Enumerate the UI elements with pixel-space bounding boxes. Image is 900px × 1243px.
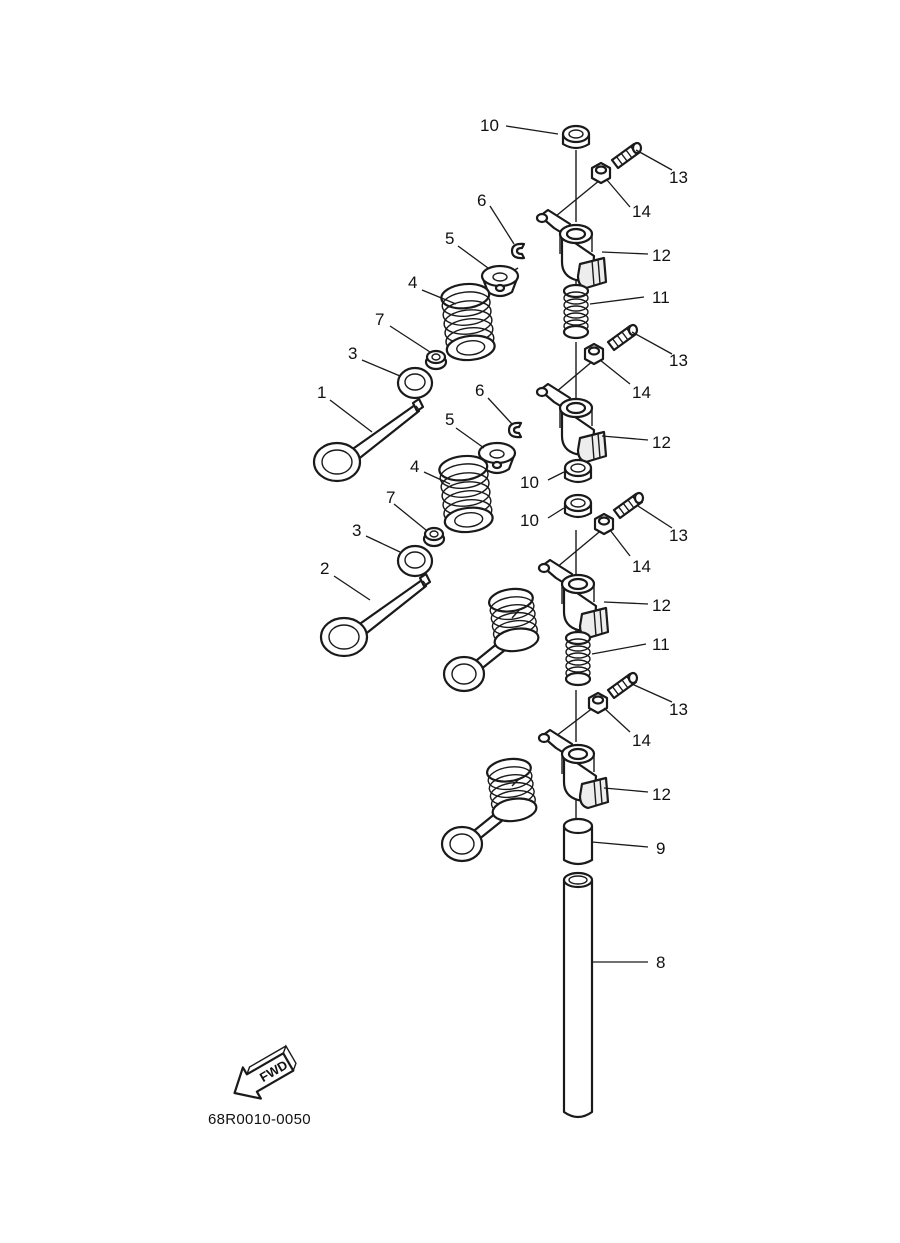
callout-1: 1 bbox=[317, 383, 326, 402]
valve-assembly-c bbox=[442, 585, 541, 693]
callout-6-b: 6 bbox=[475, 381, 484, 400]
callout-10-top: 10 bbox=[480, 116, 499, 135]
valve-assembly-d bbox=[440, 755, 539, 863]
callout-12-c: 12 bbox=[652, 596, 671, 615]
valve-1 bbox=[312, 397, 425, 483]
callout-7-a: 7 bbox=[375, 310, 384, 329]
bush-10-b bbox=[563, 458, 593, 484]
callout-14-d: 14 bbox=[632, 731, 651, 750]
bush-10-c bbox=[563, 493, 593, 519]
valve-spring-4-b bbox=[437, 452, 495, 536]
rocker-arm-12-b bbox=[535, 382, 608, 464]
callout-11-a: 11 bbox=[652, 288, 670, 307]
callout-4-b: 4 bbox=[410, 457, 419, 476]
callout-13-c: 13 bbox=[669, 526, 688, 545]
collet-6-a bbox=[510, 242, 526, 260]
collet-6-b bbox=[507, 421, 523, 439]
drawing-code: 68R0010-0050 bbox=[208, 1111, 311, 1128]
callout-8: 8 bbox=[656, 953, 665, 972]
stem-seal-7-a bbox=[424, 349, 448, 371]
rocker-shaft-8 bbox=[562, 871, 594, 1119]
callout-4-a: 4 bbox=[408, 273, 417, 292]
adjusting-screw-13-c bbox=[612, 491, 645, 520]
adjusting-screw-13-a bbox=[610, 141, 643, 170]
callout-9: 9 bbox=[656, 839, 665, 858]
valve-spring-4-a bbox=[439, 280, 497, 364]
callout-12-b: 12 bbox=[652, 433, 671, 452]
callout-14-a: 14 bbox=[632, 202, 651, 221]
rocker-spring-11-b bbox=[564, 630, 592, 687]
stem-seal-7-b bbox=[422, 526, 446, 548]
callout-10-b: 10 bbox=[520, 473, 539, 492]
callout-7-b: 7 bbox=[386, 488, 395, 507]
callout-12-d: 12 bbox=[652, 785, 671, 804]
callout-10-c: 10 bbox=[520, 511, 539, 530]
callout-13-d: 13 bbox=[669, 700, 688, 719]
callout-13-a: 13 bbox=[669, 168, 688, 187]
rocker-spring-11-a bbox=[562, 283, 590, 340]
washer-3-a bbox=[396, 366, 434, 400]
lock-nut-14-d bbox=[587, 691, 609, 715]
callout-13-b: 13 bbox=[669, 351, 688, 370]
collar-9 bbox=[562, 817, 594, 866]
callout-3-a: 3 bbox=[348, 344, 357, 363]
rocker-arm-12-a bbox=[535, 208, 608, 290]
valve-2 bbox=[319, 572, 432, 658]
callout-3-b: 3 bbox=[352, 521, 361, 540]
washer-3-b bbox=[396, 544, 434, 578]
rocker-arm-12-c bbox=[537, 558, 610, 640]
adjusting-screw-13-b bbox=[606, 323, 639, 352]
bush-10-top bbox=[561, 124, 591, 150]
callout-14-b: 14 bbox=[632, 383, 651, 402]
callout-6-a: 6 bbox=[477, 191, 486, 210]
callout-12-a: 12 bbox=[652, 246, 671, 265]
callout-5-a: 5 bbox=[445, 229, 454, 248]
callout-11-b: 11 bbox=[652, 635, 670, 654]
callout-14-c: 14 bbox=[632, 557, 651, 576]
rocker-arm-12-d bbox=[537, 728, 610, 810]
fwd-arrow-icon: FWD bbox=[233, 1044, 297, 1100]
callout-2: 2 bbox=[320, 559, 329, 578]
leader-lines bbox=[329, 125, 673, 963]
callout-5-b: 5 bbox=[445, 410, 454, 429]
adjusting-screw-13-d bbox=[606, 671, 639, 700]
